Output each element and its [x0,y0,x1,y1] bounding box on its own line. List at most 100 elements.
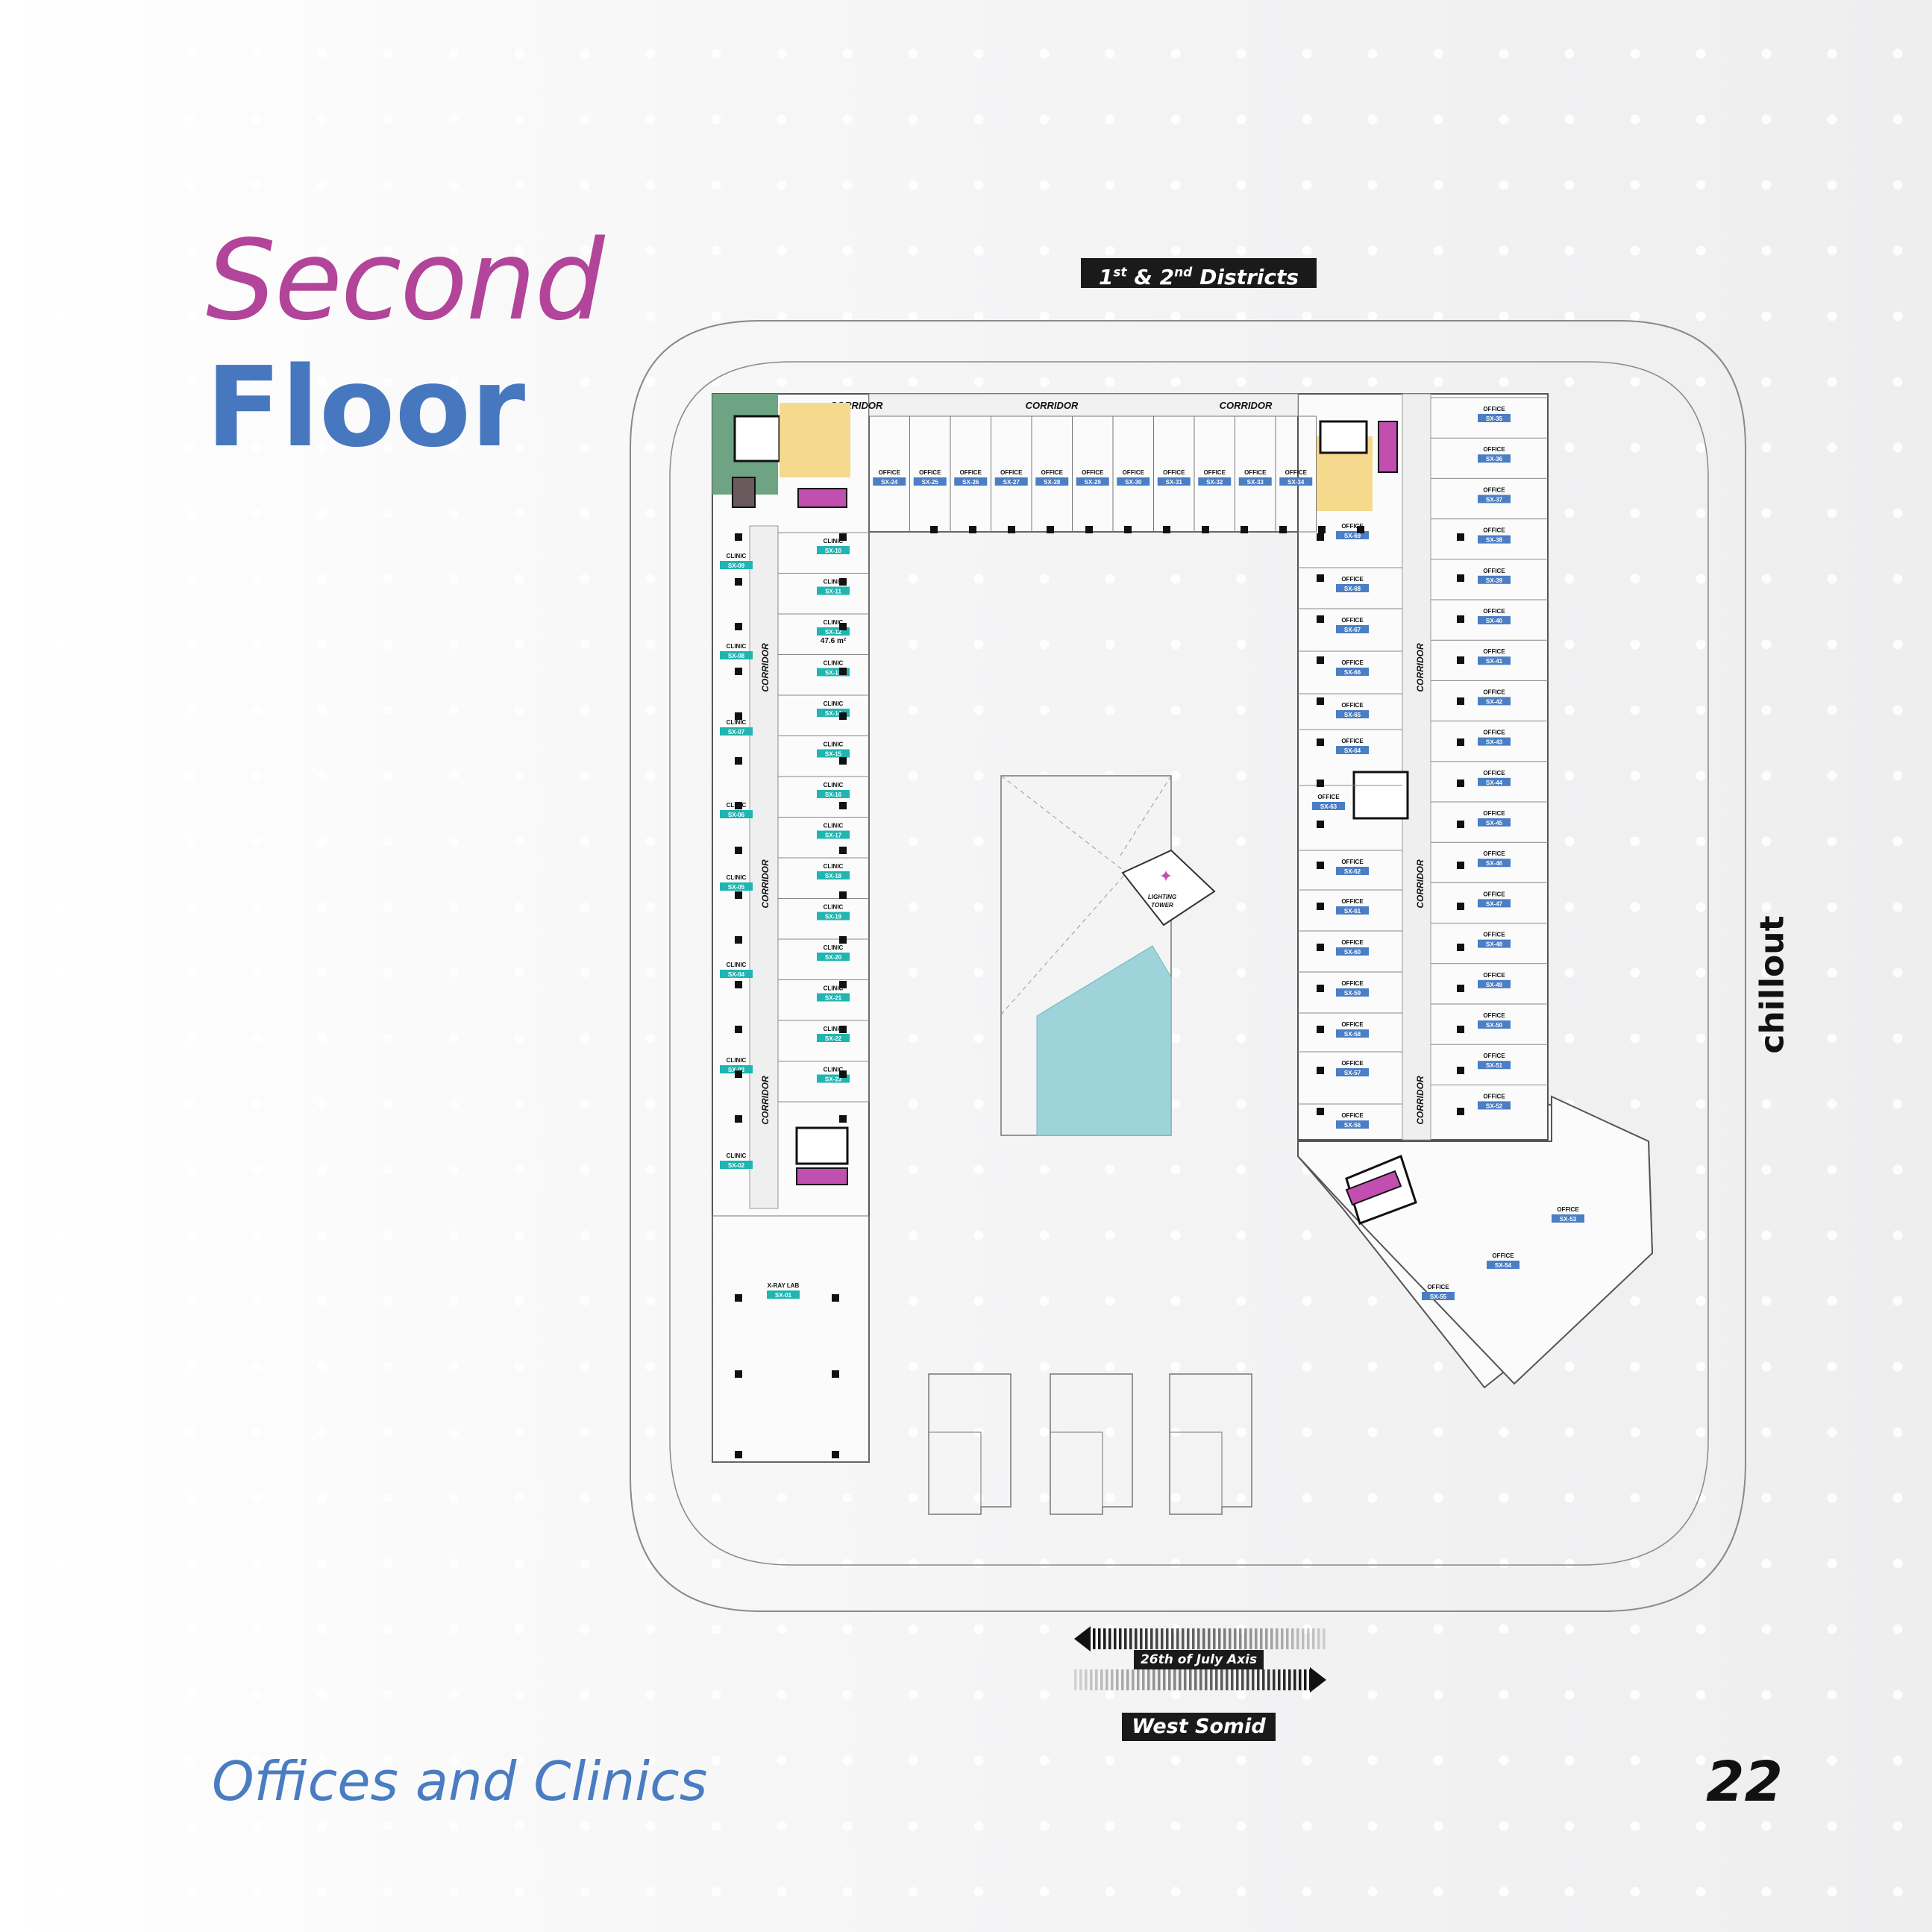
right-inner-office-SX-67-type: OFFICE [1341,617,1364,624]
column-20 [735,891,742,899]
right-outer-office-SX-46-tag [1478,859,1511,868]
axis-arrow-east-stripe [1137,1669,1140,1690]
right-outer-office-SX-50-type: OFFICE [1483,1012,1505,1019]
left-inner-clinic-SX-12-tag [817,627,850,636]
corridor-label-top-3: CORRIDOR [1220,400,1273,411]
right-inner-office-SX-57-type: OFFICE [1341,1060,1364,1067]
left-inner-clinic-SX-16-tag [817,790,850,798]
axis-arrow-east-stripe [1085,1669,1088,1690]
axis-arrow-east-stripe [1215,1669,1218,1690]
right-outer-office-SX-41-type: OFFICE [1483,648,1505,655]
column-27 [839,578,847,586]
left-outer-clinic-SX-02-code: SX-02 [728,1162,745,1169]
left-inner-clinic-SX-22-tag [817,1034,850,1042]
axis-arrow-east-stripe [1226,1669,1229,1690]
left-inner-clinic-SX-22-type: CLINIC [824,1026,844,1032]
lighting-tower-base [1121,849,1216,926]
axis-arrow-east-stripe [1304,1669,1307,1690]
shaft-corner [732,477,756,508]
axis-arrow-west-stripe [1249,1628,1252,1649]
right-inner-office-SX-59-tag [1336,988,1369,997]
top-unit-SX-34-tag [1279,477,1313,486]
top-unit-SX-26-tag [954,477,988,486]
axis-arrow-west-stripe [1135,1628,1138,1649]
top-unit-SX-27-tag [994,477,1028,486]
axis-arrow-east-stripe [1231,1669,1234,1690]
column-33 [839,847,847,854]
column-63 [1457,862,1464,869]
site-inner-boundary [669,361,1709,1566]
top-unit-SX-31-type: OFFICE [1163,469,1185,476]
axis-arrow-east-stripe [1205,1669,1208,1690]
right-outer-office-SX-44-tag [1478,777,1511,786]
angled-office-SX-53-type: OFFICE [1557,1206,1579,1213]
page-subtitle: Offices and Clinics [212,1750,708,1813]
column-70 [735,1294,742,1302]
left-outer-clinic-SX-03-tag [720,1065,753,1073]
right-inner-office-SX-58-type: OFFICE [1341,1021,1364,1028]
north-district-label: 1st & 2nd Districts [1081,258,1317,289]
axis-arrow-west-stripe [1202,1628,1205,1649]
axis-arrow-east [1074,1669,1312,1690]
axis-arrow-west-stripe [1171,1628,1174,1649]
column-66 [1457,985,1464,992]
axis-arrow-east-stripe [1100,1669,1103,1690]
right-outer-office-SX-39-tag [1478,575,1511,584]
axis-arrow-west-stripe [1265,1628,1268,1649]
axis-arrow-east-stripe [1199,1669,1202,1690]
column-22 [735,981,742,988]
top-unit-SX-33-code: SX-33 [1247,479,1264,486]
right-outer-office-SX-37-code: SX-37 [1486,496,1503,503]
column-44 [1317,697,1324,705]
column-17 [735,757,742,765]
top-unit-SX-26-code: SX-26 [962,479,979,486]
left-outer-clinic-SX-03-code: SX-03 [728,1067,745,1073]
column-45 [1317,738,1324,746]
column-40 [1317,533,1324,541]
column-16 [735,712,742,720]
column-65 [1457,944,1464,951]
left-inner-room-SX-23 [777,1061,870,1103]
right-inner-office-SX-58-tag [1336,1029,1369,1038]
top-unit-SX-29-type: OFFICE [1082,469,1104,476]
axis-arrow-west-stripe [1223,1628,1226,1649]
left-outer-clinic-SX-08-tag [720,651,753,659]
axis-arrow-west-stripe [1187,1628,1190,1649]
right-inner-office-SX-65-tag [1336,710,1369,718]
axis-arrow-west-stripe [1161,1628,1164,1649]
left-outer-clinic-SX-09-code: SX-09 [728,562,745,569]
left-outer-clinic-SX-04-tag [720,970,753,978]
top-unit-SX-24-tag [873,477,906,486]
axis-arrow-east-stripe [1299,1669,1302,1690]
left-inner-clinic-SX-15-tag [817,749,850,758]
left-outer-clinic-SX-07-code: SX-07 [728,729,745,736]
top-unit-SX-27-type: OFFICE [1000,469,1023,476]
wc-core-left [780,403,850,477]
axis-arrow-east-stripe [1283,1669,1286,1690]
top-unit-SX-30-type: OFFICE [1123,469,1145,476]
column-18 [735,802,742,809]
axis-arrow-west-stripe [1286,1628,1289,1649]
column-38 [839,1070,847,1078]
right-inner-office-SX-57-tag [1336,1068,1369,1076]
axis-arrow-west-stripe [1296,1628,1299,1649]
axis-arrow-west-stripe [1166,1628,1169,1649]
column-35 [839,936,847,944]
south-label: West Somid [1122,1713,1276,1741]
column-14 [735,623,742,630]
left-inner-clinic-SX-19-tag [817,912,850,920]
axis-arrow-west-stripe [1307,1628,1310,1649]
right-outer-office-SX-48-tag [1478,939,1511,948]
elevator-left-lower [796,1167,848,1185]
axis-arrow-east-stripe [1163,1669,1166,1690]
axis-arrow-east-stripe [1079,1669,1082,1690]
left-inner-clinic-SX-20-tag [817,953,850,961]
angled-office-SX-53-code: SX-53 [1560,1216,1577,1223]
column-75 [832,1451,839,1458]
elevator-right [1378,421,1398,473]
axis-arrow-west-stripe [1093,1628,1096,1649]
left-inner-clinic-SX-23-code: SX-23 [825,1076,842,1083]
axis-label: 26th of July Axis [1134,1650,1264,1669]
stair-box-left-lower [795,1126,849,1165]
